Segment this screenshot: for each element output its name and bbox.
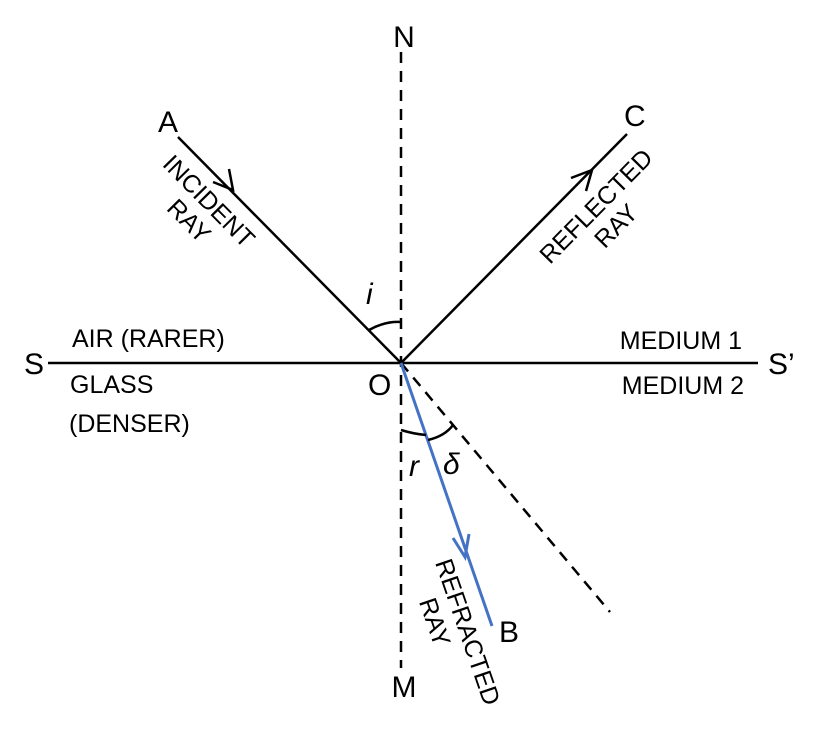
incident-ray-line bbox=[177, 136, 402, 364]
angle-r-arc bbox=[400, 428, 427, 437]
label-angle-delta: δ bbox=[443, 448, 460, 481]
refracted-ray-line bbox=[399, 362, 494, 627]
label-b: B bbox=[499, 616, 519, 649]
label-denser: (DENSER) bbox=[69, 410, 190, 438]
incident-ray-arrowhead bbox=[212, 168, 235, 193]
label-a: A bbox=[158, 106, 178, 139]
undeviated-path-line bbox=[400, 362, 611, 613]
label-n: N bbox=[393, 21, 415, 54]
label-o: O bbox=[368, 369, 391, 402]
refracted-ray-label: REFRACTED RAY bbox=[413, 555, 505, 709]
label-glass: GLASS bbox=[70, 371, 153, 399]
label-m: M bbox=[392, 671, 417, 704]
reflected-ray-label: REFLECTED RAY bbox=[534, 144, 658, 269]
label-medium-2: MEDIUM 2 bbox=[622, 372, 744, 400]
label-angle-r: r bbox=[409, 450, 420, 483]
refracted-ray-arrowhead bbox=[451, 533, 471, 562]
angle-i-arc bbox=[368, 320, 402, 332]
label-angle-i: i bbox=[366, 278, 374, 311]
reflected-ray-arrowhead bbox=[570, 167, 594, 192]
label-s-prime: S’ bbox=[768, 348, 795, 381]
angle-delta-arc bbox=[427, 424, 455, 442]
incident-ray-label: INCIDENT RAY bbox=[157, 150, 260, 254]
label-s: S bbox=[24, 348, 44, 381]
reflected-label-line1: REFLECTED bbox=[534, 144, 658, 269]
label-c: C bbox=[624, 100, 646, 133]
label-air-rarer: AIR (RARER) bbox=[72, 325, 225, 353]
label-medium-1: MEDIUM 1 bbox=[620, 327, 742, 355]
